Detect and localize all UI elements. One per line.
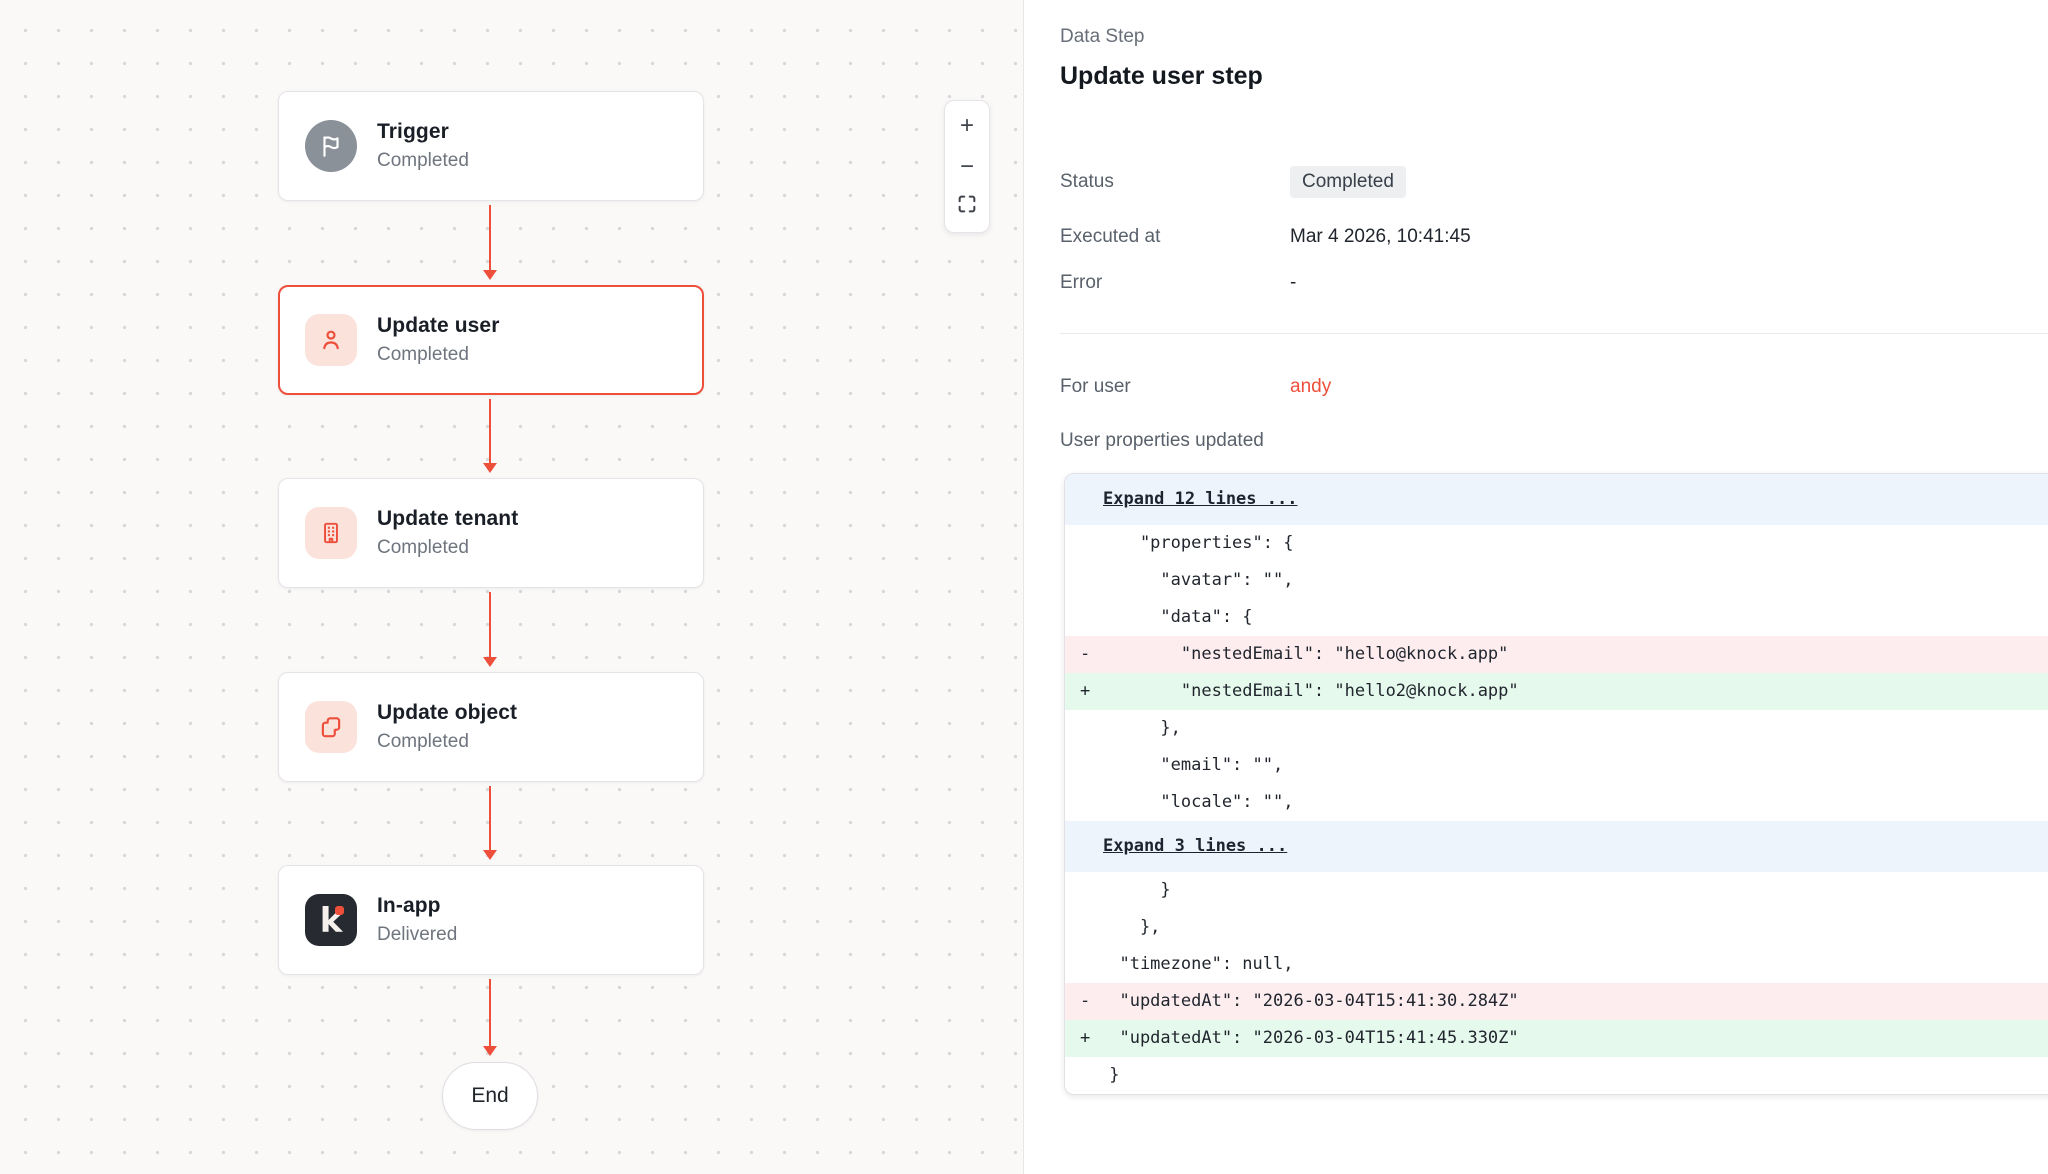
diff-marker: - [1080, 636, 1090, 673]
executed-at-value: Mar 4 2026, 10:41:45 [1290, 226, 1471, 248]
workflow-node-in-app[interactable]: k In-appDelivered [278, 865, 704, 975]
workflow-edge-arrow [489, 205, 491, 271]
node-title: Update tenant [377, 507, 518, 531]
diff-code-text: Expand 3 lines ... [1103, 821, 1287, 872]
workflow-edge-arrow [489, 592, 491, 658]
user-properties-diff: Expand 12 lines ... "properties": { "ava… [1064, 473, 2048, 1095]
diff-code-text: "properties": { [1099, 525, 1293, 562]
diff-line-context: "data": { [1065, 599, 2048, 636]
diff-line-context: }, [1065, 909, 2048, 946]
diff-code-text: } [1099, 872, 1171, 909]
node-status: Completed [377, 537, 518, 559]
node-status: Delivered [377, 924, 457, 946]
diff-line-context: } [1065, 872, 2048, 909]
diff-code-text: "email": "", [1099, 747, 1283, 784]
diff-marker: - [1080, 983, 1090, 1020]
diff-line-add: + "updatedAt": "2026-03-04T15:41:45.330Z… [1065, 1020, 2048, 1057]
executed-at-row: Executed atMar 4 2026, 10:41:45 [1060, 217, 2028, 257]
fit-view-icon [956, 193, 978, 222]
diff-code-text: "avatar": "", [1099, 562, 1293, 599]
diff-marker: + [1080, 673, 1090, 710]
diff-line-del: - "nestedEmail": "hello@knock.app" [1065, 636, 2048, 673]
node-status: Completed [377, 150, 469, 172]
diff-marker: + [1080, 1020, 1090, 1057]
zoom-out-icon: − [960, 153, 974, 181]
diff-code-text: "updatedAt": "2026-03-04T15:41:30.284Z" [1099, 983, 1519, 1020]
diff-code-text: "locale": "", [1099, 784, 1293, 821]
for-user-row: For user andy [1060, 367, 2028, 407]
step-type-label: Data Step [1060, 26, 1145, 48]
workflow-edge-arrow [489, 979, 491, 1047]
diff-line-context: "avatar": "", [1065, 562, 2048, 599]
diff-code-text: "nestedEmail": "hello2@knock.app" [1099, 673, 1519, 710]
zoom-out-button[interactable]: − [945, 146, 989, 187]
section-divider [1060, 333, 2048, 334]
diff-line-context: "timezone": null, [1065, 946, 2048, 983]
error-label: Error [1060, 272, 1290, 294]
diff-line-context: }, [1065, 710, 2048, 747]
status-label: Status [1060, 171, 1290, 193]
diff-code-text: "updatedAt": "2026-03-04T15:41:45.330Z" [1099, 1020, 1519, 1057]
error-value: - [1290, 272, 1296, 294]
workflow-node-update-tenant[interactable]: Update tenantCompleted [278, 478, 704, 588]
diff-line-context: "locale": "", [1065, 784, 2048, 821]
error-row: Error- [1060, 263, 2028, 303]
fit-view-button[interactable] [945, 187, 989, 228]
copy-icon [305, 701, 357, 753]
workflow-node-update-object[interactable]: Update objectCompleted [278, 672, 704, 782]
diff-line-context: } [1065, 1057, 2048, 1094]
user-icon [305, 314, 357, 366]
workflow-canvas[interactable]: +− End TriggerCompletedUpdate userComple… [0, 0, 1024, 1174]
workflow-edge-arrow [489, 786, 491, 851]
for-user-label: For user [1060, 376, 1290, 398]
node-title: Update object [377, 701, 517, 725]
diff-line-context: "properties": { [1065, 525, 2048, 562]
diff-code-text: "nestedEmail": "hello@knock.app" [1099, 636, 1508, 673]
workflow-node-end[interactable]: End [442, 1062, 538, 1130]
node-title: Update user [377, 314, 499, 338]
page-title: Update user step [1060, 62, 1263, 91]
building-icon [305, 507, 357, 559]
diff-expand-link[interactable]: Expand 12 lines ... [1065, 474, 2048, 525]
diff-code-text: Expand 12 lines ... [1103, 474, 1297, 525]
workflow-edge-arrow [489, 399, 491, 464]
diff-line-add: + "nestedEmail": "hello2@knock.app" [1065, 673, 2048, 710]
zoom-in-icon: + [960, 112, 974, 140]
diff-code-text: "timezone": null, [1099, 946, 1293, 983]
status-badge: Completed [1290, 166, 1406, 198]
node-status: Completed [377, 731, 517, 753]
diff-code-text: }, [1099, 909, 1160, 946]
node-title: In-app [377, 894, 457, 918]
node-title: Trigger [377, 120, 469, 144]
diff-code-text: }, [1099, 710, 1181, 747]
step-detail-panel: Data Step Update user step StatusComplet… [1024, 0, 2048, 1174]
node-status: Completed [377, 344, 499, 366]
zoom-in-button[interactable]: + [945, 105, 989, 146]
user-link[interactable]: andy [1290, 376, 1331, 398]
properties-updated-label: User properties updated [1060, 430, 1264, 452]
diff-code-text: "data": { [1099, 599, 1253, 636]
workflow-node-trigger[interactable]: TriggerCompleted [278, 91, 704, 201]
flag-icon [305, 120, 357, 172]
zoom-toolbar: +− [944, 100, 990, 233]
workflow-node-update-user[interactable]: Update userCompleted [278, 285, 704, 395]
diff-code-text: } [1099, 1057, 1119, 1094]
diff-line-context: "email": "", [1065, 747, 2048, 784]
diff-expand-link[interactable]: Expand 3 lines ... [1065, 821, 2048, 872]
diff-line-del: - "updatedAt": "2026-03-04T15:41:30.284Z… [1065, 983, 2048, 1020]
knock-icon: k [305, 894, 357, 946]
status-row: StatusCompleted [1060, 162, 2028, 202]
executed-at-label: Executed at [1060, 226, 1290, 248]
